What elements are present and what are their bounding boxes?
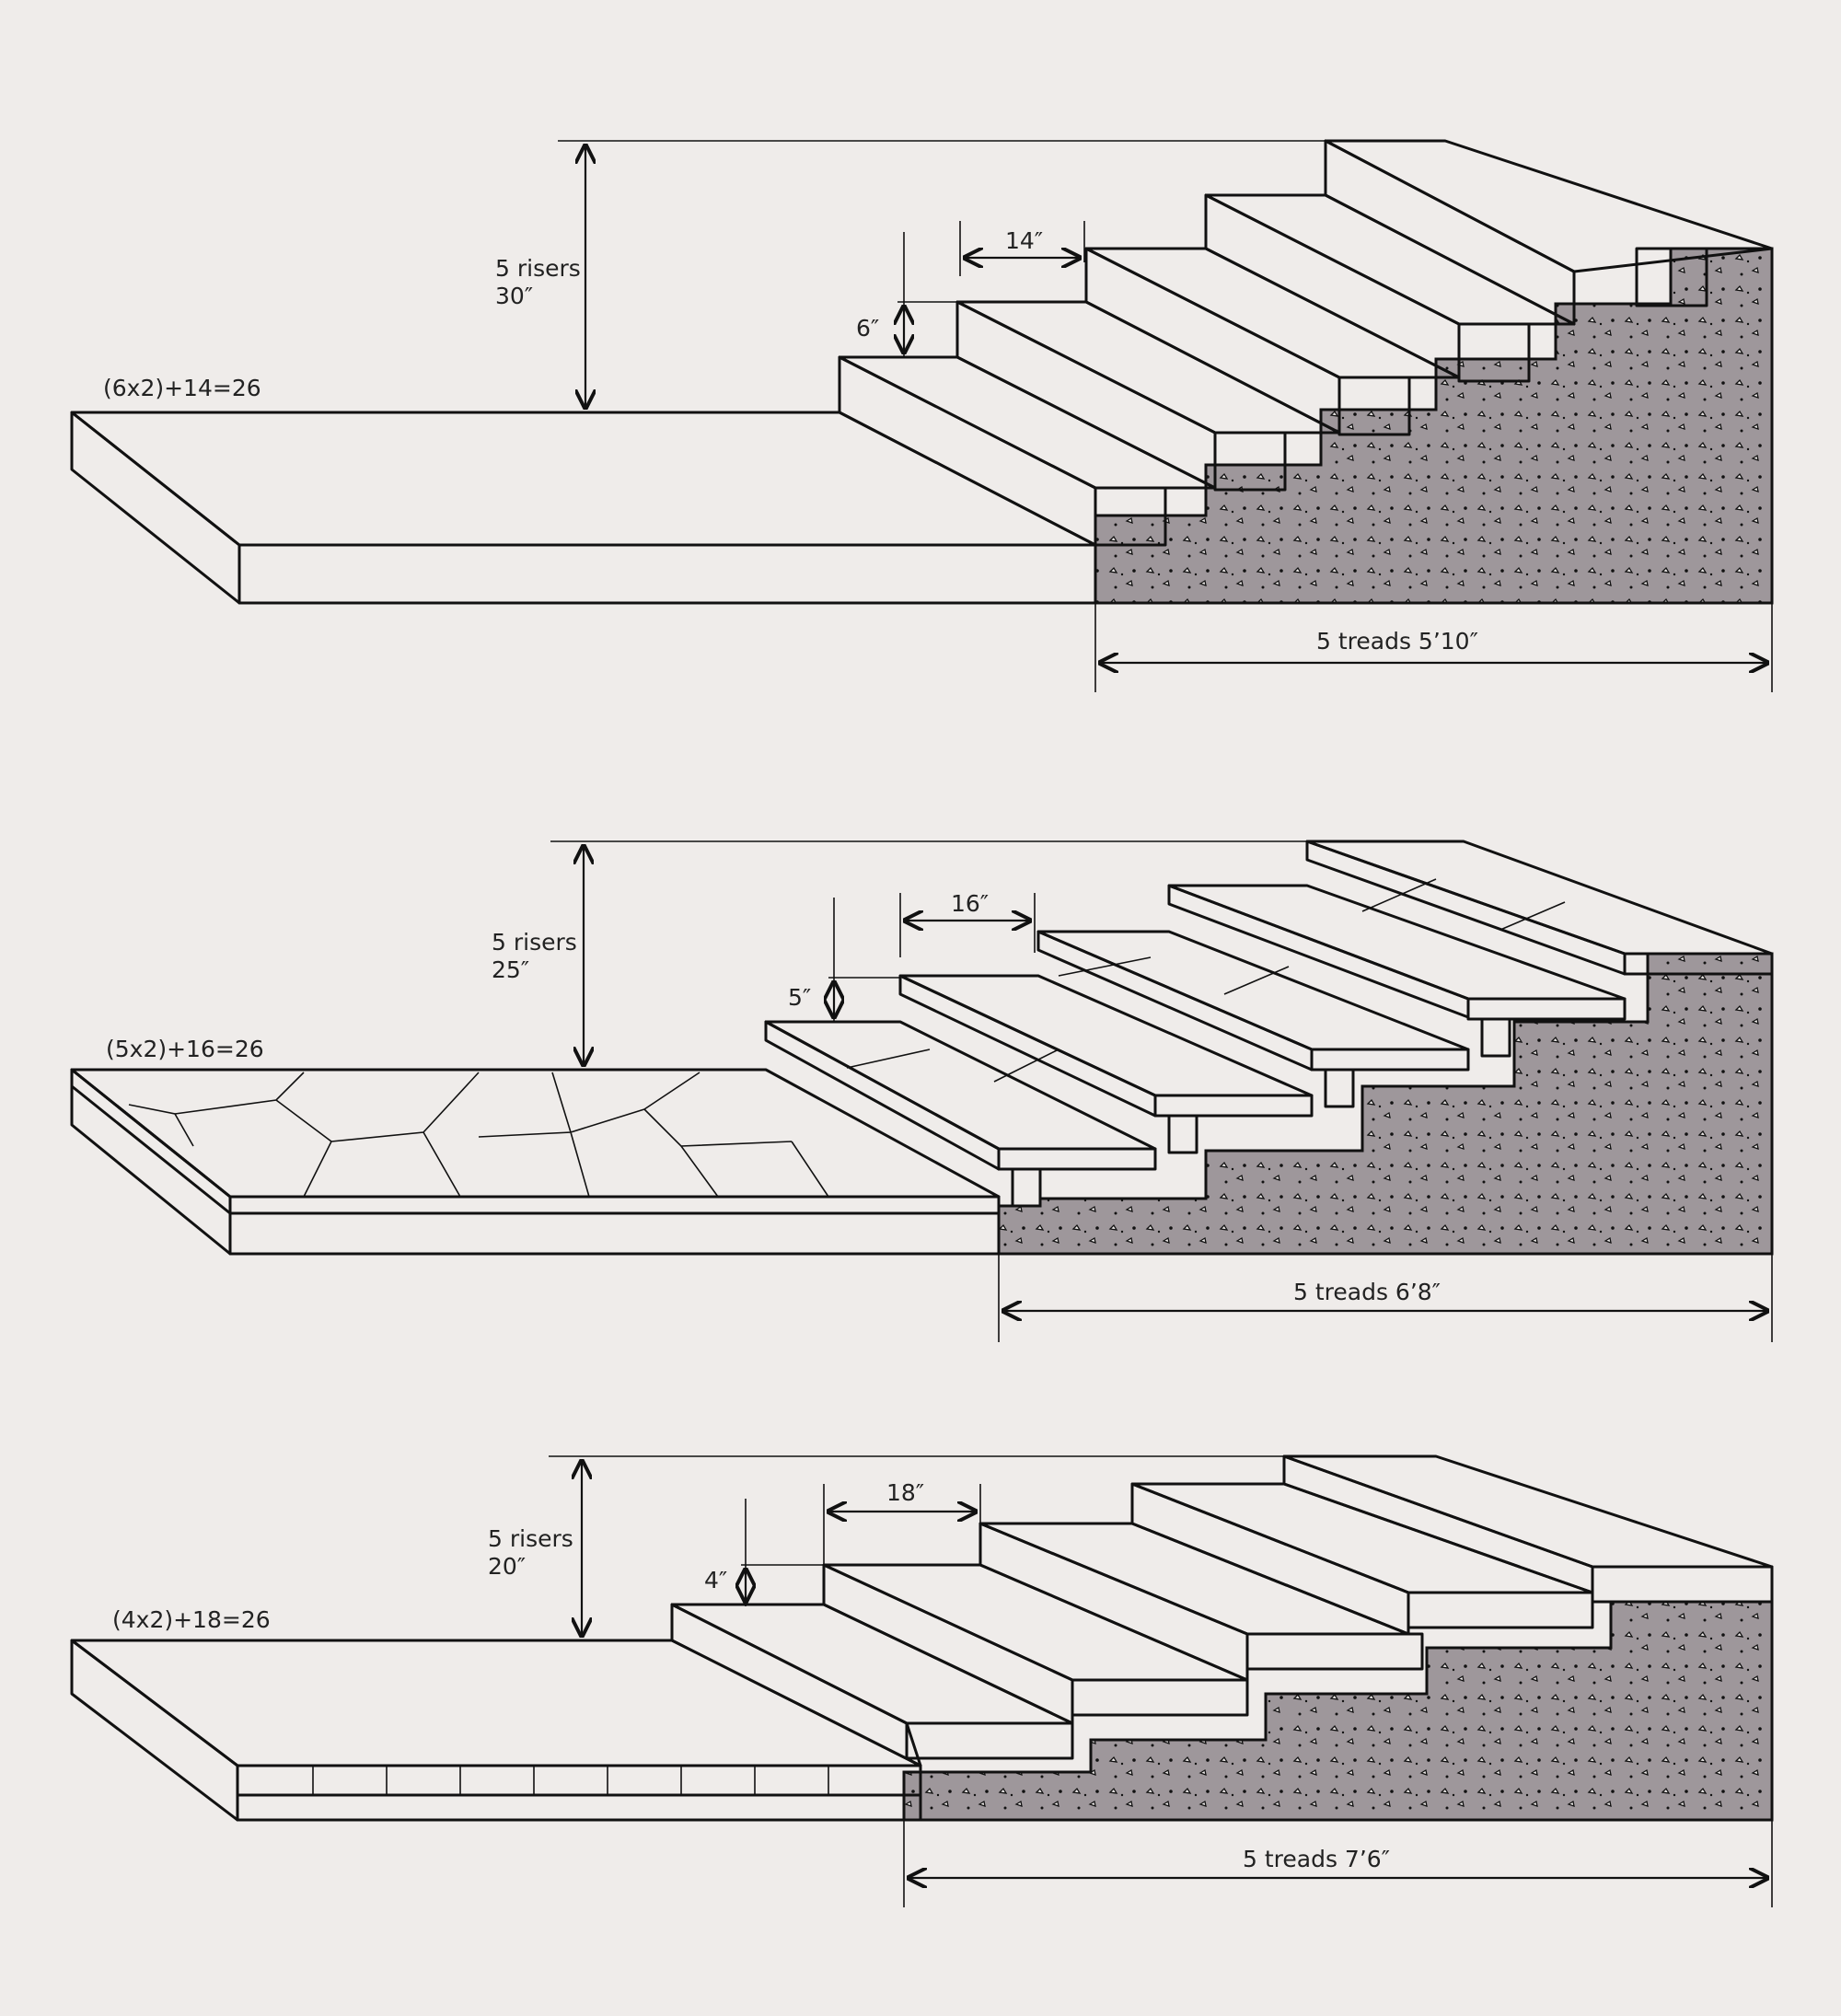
panel-1-slab-front [237,543,1097,605]
panel-1-run-total-label: 5 treads 5’10″ [1316,628,1478,655]
panel-1-riser-count-label: 5 risers [495,255,581,282]
panel-1-slab-top [70,411,1097,547]
panel-1-slab-end [70,411,241,605]
panel-2-steps [764,840,1774,1208]
panel-2-rise-total-label: 25″ [492,956,529,983]
panel-1-formula-label: (6x2)+14=26 [103,375,261,401]
panel-2-formula-label: (5x2)+16=26 [106,1036,264,1062]
panel-1-timber-steps: 5 risers 30″ 6″ 14″ (6x2)+14=26 5 treads… [70,139,1774,692]
panel-3-brick-steps: 5 risers 20″ 4″ 18″ (4x2)+18=26 5 treads… [70,1454,1774,1907]
panel-3-tread-depth-label: 18″ [886,1479,924,1506]
panel-2-slab-top [70,1068,1001,1199]
panel-1-riser-height-label: 6″ [856,315,879,342]
panel-1-tread-depth-label: 14″ [1005,227,1043,254]
panel-2-flagstone-steps: 5 risers 25″ 5″ 16″ (5x2)+16=26 5 treads… [70,840,1774,1342]
panel-2-soil-side [997,952,1774,1256]
panel-3-riser-height-label: 4″ [704,1567,727,1593]
panel-3-riser-count-label: 5 risers [488,1525,573,1552]
panel-2-riser-count-label: 5 risers [492,929,577,956]
panel-3-formula-label: (4x2)+18=26 [112,1606,271,1633]
panel-2-flagstone-joints [128,1072,829,1198]
panel-3-steps [670,1454,1774,1767]
panel-3-run-total-label: 5 treads 7’6″ [1243,1846,1390,1872]
panel-1-rise-total-label: 30″ [495,283,533,309]
panel-1-soil-side [1094,247,1774,605]
panel-3-rise-total-label: 20″ [488,1553,526,1580]
panel-1-steps [838,139,1774,547]
panel-2-riser-height-label: 5″ [788,984,811,1011]
panel-2-run-total-label: 5 treads 6’8″ [1293,1279,1441,1305]
panel-2-tread-depth-label: 16″ [951,890,989,917]
